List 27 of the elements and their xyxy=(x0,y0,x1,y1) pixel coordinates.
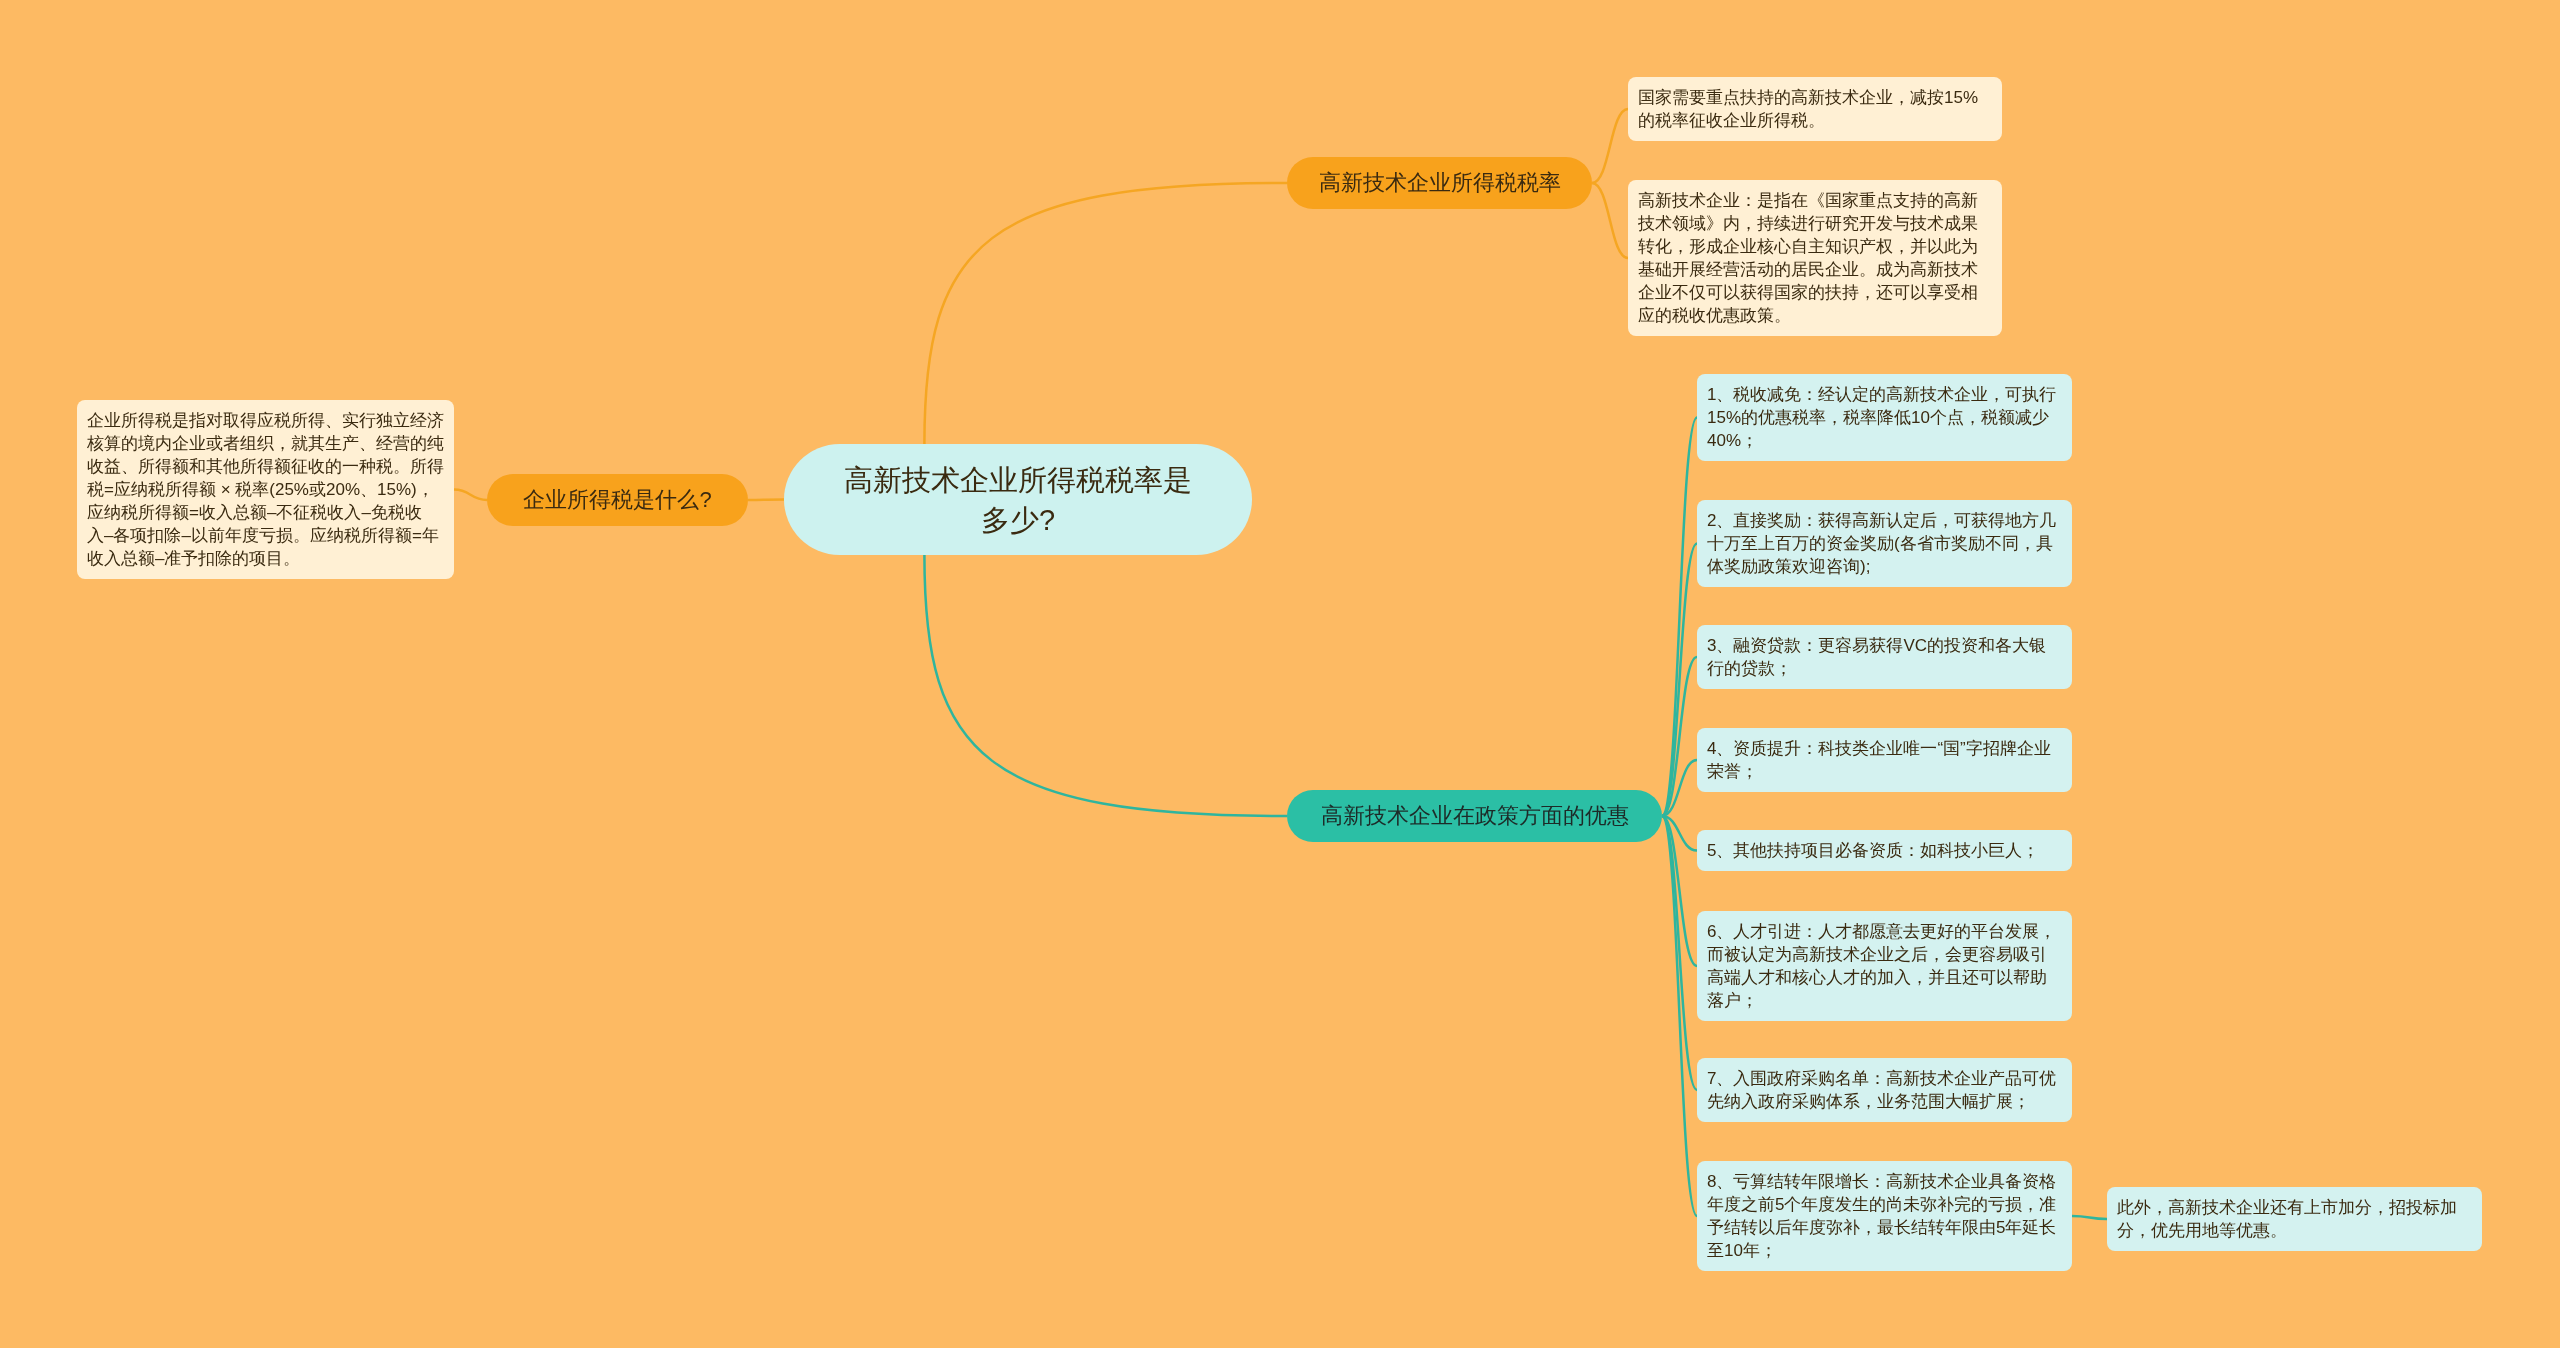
connector-line xyxy=(453,488,488,502)
branch-pill: 企业所得税是什么? xyxy=(487,474,748,526)
connector-line xyxy=(1660,416,1699,817)
connector-line xyxy=(923,181,1288,445)
note-card: 高新技术企业：是指在《国家重点支持的高新技术领域》内，持续进行研究开发与技术成果转化，形成企业核心自主知识产权，并以此为基础开展经营活动的居民企业。成为高新技术企业不仅可以获得国家的扶持，还可以享受相应的税收优惠政策。 xyxy=(1628,180,2002,336)
note-card: 7、入围政府采购名单：高新技术企业产品可优先纳入政府采购体系，业务范围大幅扩展； xyxy=(1697,1058,2072,1122)
note-card: 4、资质提升：科技类企业唯一“国”字招牌企业荣誉； xyxy=(1697,728,2072,792)
branch-pill: 高新技术企业所得税税率 xyxy=(1287,157,1592,209)
connector-line xyxy=(1661,542,1698,817)
connector-line xyxy=(1661,815,1698,1091)
note-card: 1、税收减免：经认定的高新技术企业，可执行15%的优惠税率，税率降低10个点，税额减少40%； xyxy=(1697,374,2072,461)
connector-line xyxy=(1660,815,1699,1217)
connector-line xyxy=(923,554,1288,818)
note-card: 5、其他扶持项目必备资质：如科技小巨人； xyxy=(1697,830,2072,871)
note-card: 此外，高新技术企业还有上市加分，招投标加分，优先用地等优惠。 xyxy=(2107,1187,2482,1251)
connector-line xyxy=(2072,1214,2107,1221)
note-card: 企业所得税是指对取得应税所得、实行独立经济核算的境内企业或者组织，就其生产、经营的纯收益、所得额和其他所得额征收的一种税。所得税=应纳税所得额 × 税率(25%或20%、15%)，应纳税所得额=收入总额–不征税收入–免税收入–各项扣除–以前年度亏损。应纳税所得额=年收入总额–准予扣除的项目。 xyxy=(77,400,454,579)
connector-line xyxy=(1591,181,1629,260)
branch-pill: 高新技术企业在政策方面的优惠 xyxy=(1287,790,1662,842)
connector-line xyxy=(1591,107,1629,185)
note-card: 3、融资贷款：更容易获得VC的投资和各大银行的贷款； xyxy=(1697,625,2072,689)
note-card: 2、直接奖励：获得高新认定后，可获得地方几十万至上百万的资金奖励(各省市奖励不同，具体奖励政策欢迎咨询); xyxy=(1697,500,2072,587)
connector-line xyxy=(748,498,784,502)
note-card: 国家需要重点扶持的高新技术企业，减按15%的税率征收企业所得税。 xyxy=(1628,77,2002,141)
topic-bubble: 高新技术企业所得税税率是多少? xyxy=(784,444,1252,555)
note-card: 6、人才引进：人才都愿意去更好的平台发展，而被认定为高新技术企业之后，会更容易吸引高端人才和核心人才的加入，并且还可以帮助落户； xyxy=(1697,911,2072,1021)
note-card: 8、亏算结转年限增长：高新技术企业具备资格年度之前5个年度发生的尚未弥补完的亏损，准予结转以后年度弥补，最长结转年限由5年延长至10年； xyxy=(1697,1161,2072,1271)
